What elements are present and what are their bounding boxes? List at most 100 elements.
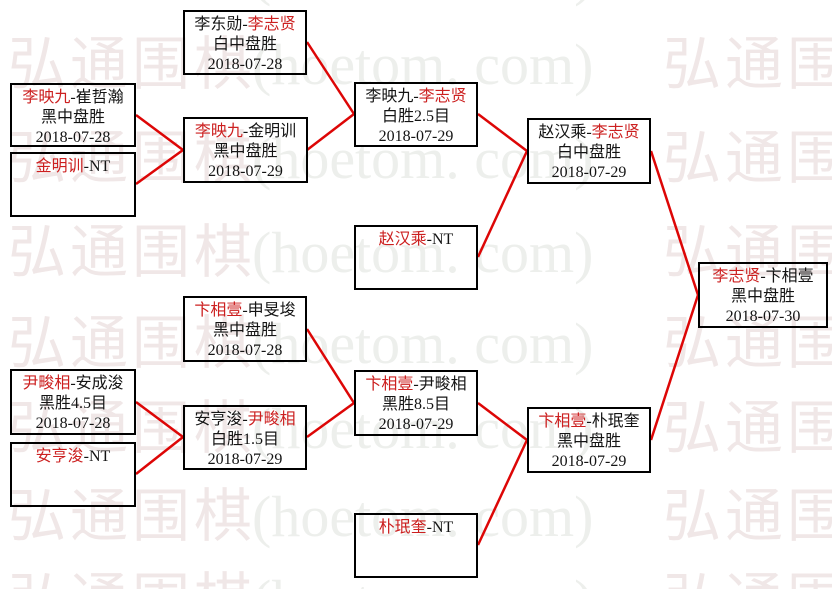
watermark-text: 弘通围棋	[8, 0, 256, 4]
match-b1: 李东勋-李志贤白中盘胜 2018-07-28	[183, 10, 307, 75]
player-name: -卞相壹	[760, 268, 814, 285]
match-players: 安亨浚-NT	[12, 447, 134, 467]
match-players: 李映九-崔哲瀚	[12, 88, 134, 108]
winner-name: 卞相壹	[538, 413, 587, 430]
player-name: -NT	[83, 448, 111, 465]
match-date: 2018-07-29	[208, 163, 283, 180]
winner-name: 李映九	[22, 89, 71, 106]
player-name: 赵汉乘-	[538, 124, 592, 141]
match-result: 黑胜4.5目	[38, 395, 107, 412]
player-name: 李映九-	[365, 88, 419, 105]
watermark-text: 弘通围棋	[8, 572, 256, 589]
winner-name: 李映九	[194, 123, 243, 140]
bracket-connector-line	[135, 436, 184, 475]
match-players: 卞相壹-朴珉奎	[529, 412, 649, 432]
match-players: 尹畯相-安成浚	[12, 374, 134, 394]
winner-name: 李志贤	[712, 268, 761, 285]
match-date: 2018-07-28	[207, 56, 283, 73]
match-result: 白中盘胜	[212, 36, 277, 53]
winner-name: 尹畯相	[22, 375, 71, 392]
match-players: 李映九-李志贤	[356, 87, 476, 107]
player-name: 安亨浚-	[194, 411, 248, 428]
match-players: 李志贤-卞相壹	[700, 267, 826, 287]
match-players: 安亨浚-尹畯相	[185, 410, 305, 430]
winner-name: 李志贤	[247, 16, 296, 33]
player-name: -安成浚	[70, 375, 124, 392]
watermark-text: 弘通围棋	[8, 220, 257, 285]
bracket-connector-line	[135, 148, 184, 186]
winner-name: 尹畯相	[247, 411, 296, 428]
match-c4: 朴珉奎-NT	[354, 513, 478, 578]
match-date: 2018-07-29	[378, 128, 454, 145]
watermark-text: 弘通围棋	[8, 484, 257, 549]
match-date: 2018-07-30	[725, 308, 801, 325]
bracket-connector-line	[477, 113, 528, 152]
player-name: -申旻埈	[242, 302, 296, 319]
player-name: -尹畯相	[413, 376, 467, 393]
match-players: 卞相壹-尹畯相	[356, 375, 476, 395]
match-result: 黑中盘胜	[213, 143, 278, 160]
match-date: 2018-07-28	[35, 129, 111, 146]
bracket-connector-line	[306, 113, 355, 151]
match-c2: 赵汉乘-NT	[354, 225, 478, 290]
player-name: -崔哲瀚	[70, 89, 124, 106]
watermark-text: (hoetom. com)	[252, 311, 594, 376]
bracket-connector-line	[477, 402, 528, 441]
match-players: 卞相壹-申旻埈	[185, 301, 305, 321]
match-date: 2018-07-29	[378, 416, 454, 433]
winner-name: 卞相壹	[194, 302, 243, 319]
winner-name: 金明训	[35, 158, 84, 175]
winner-name: 安亨浚	[35, 448, 84, 465]
bracket-connector-line	[135, 400, 184, 439]
watermark-text: 弘通围棋	[663, 311, 832, 376]
match-players: 赵汉乘-李志贤	[529, 123, 649, 143]
match-result: 白中盘胜	[556, 144, 621, 161]
watermark-text: 弘通围棋	[8, 126, 257, 191]
bracket-connector-line	[305, 328, 356, 404]
winner-name: 朴珉奎	[378, 519, 427, 536]
match-players: 李映九-金明训	[185, 122, 306, 142]
match-result: 黑中盘胜	[212, 322, 277, 339]
player-name: -NT	[426, 519, 454, 536]
bracket-connector-line	[305, 41, 356, 115]
match-c1: 李映九-李志贤白胜2.5目 2018-07-29	[354, 82, 478, 147]
watermark-text: 弘通围棋	[663, 0, 832, 4]
match-date: 2018-07-28	[207, 342, 283, 359]
match-players: 朴珉奎-NT	[356, 518, 476, 538]
match-players: 金明训-NT	[12, 157, 134, 177]
match-result: 黑中盘胜	[556, 433, 621, 450]
match-a2: 金明训-NT	[10, 152, 136, 217]
watermark-text: 弘通围棋	[663, 32, 832, 97]
match-result: 黑胜8.5目	[381, 396, 450, 413]
watermark-text: 弘通围棋	[663, 396, 832, 461]
match-result: 黑中盘胜	[730, 288, 795, 305]
bracket-connector-line	[649, 150, 700, 296]
player-name: -NT	[426, 231, 454, 248]
winner-name: 卞相壹	[365, 376, 414, 393]
watermark-text: (hoetom. com)	[252, 396, 594, 461]
watermark-text: 弘通围棋	[663, 572, 832, 589]
watermark-text: (hoetom. com)	[252, 220, 594, 285]
match-players: 李东勋-李志贤	[185, 15, 305, 35]
watermark-text: 弘通围棋	[663, 484, 832, 549]
watermark-text: 弘通围棋	[8, 311, 257, 376]
watermark-text: 弘通围棋	[8, 396, 257, 461]
match-players: 赵汉乘-NT	[356, 230, 476, 250]
watermark-text: (hoetom. com)	[252, 484, 594, 549]
winner-name: 李志贤	[591, 124, 640, 141]
match-date: 2018-07-29	[551, 164, 627, 181]
watermark-text: (hoetom. com)	[252, 126, 594, 191]
match-date: 2018-07-28	[35, 415, 111, 432]
bracket-connector-line	[306, 401, 355, 439]
match-b2: 李映九-金明训黑中盘胜 2018-07-29	[183, 117, 308, 183]
match-result: 白胜2.5目	[381, 108, 450, 125]
